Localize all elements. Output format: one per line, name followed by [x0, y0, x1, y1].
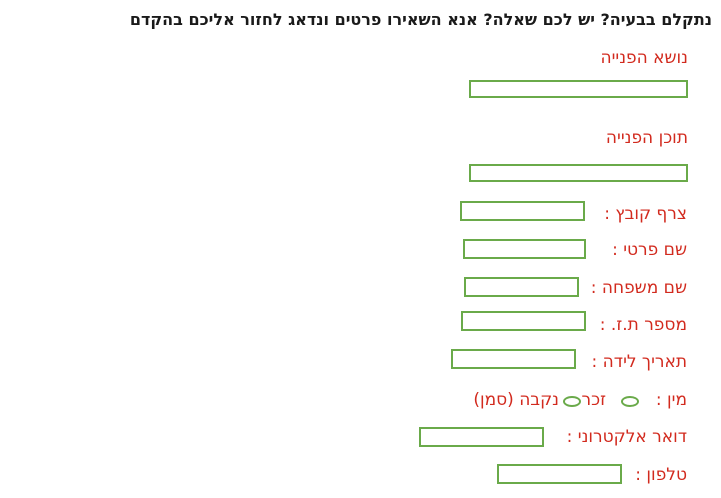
last-name-input[interactable]: [464, 277, 579, 297]
attach-file-input[interactable]: [460, 201, 585, 221]
email-label: דואר אלקטרוני :: [566, 427, 687, 447]
first-name-input[interactable]: [463, 239, 586, 259]
gender-female-label: נקבה (סמן): [473, 390, 559, 410]
last-name-label: שם משפחה :: [590, 278, 687, 298]
birthdate-label: תאריך לידה :: [591, 352, 687, 372]
subject-input[interactable]: [469, 80, 688, 98]
page-heading: נתקלם בבעיה? יש לכם שאלה? אנא השאירו פרט…: [129, 10, 712, 29]
phone-input[interactable]: [497, 464, 622, 484]
content-label: תוכן הפנייה: [605, 128, 688, 148]
content-input[interactable]: [469, 164, 688, 182]
id-number-input[interactable]: [461, 311, 586, 331]
gender-male-radio[interactable]: [621, 396, 639, 407]
phone-label: טלפון :: [635, 465, 687, 485]
first-name-label: שם פרטי :: [612, 240, 687, 260]
subject-label: נושא הפנייה: [600, 48, 689, 68]
gender-female-radio[interactable]: [563, 396, 581, 407]
email-input[interactable]: [419, 427, 544, 447]
attach-file-label: צרף קובץ :: [604, 204, 687, 224]
birthdate-input[interactable]: [451, 349, 576, 369]
gender-label: מין :: [655, 390, 687, 410]
gender-male-label: זכר: [581, 390, 606, 410]
id-number-label: מספר ת.ז. :: [599, 315, 687, 335]
